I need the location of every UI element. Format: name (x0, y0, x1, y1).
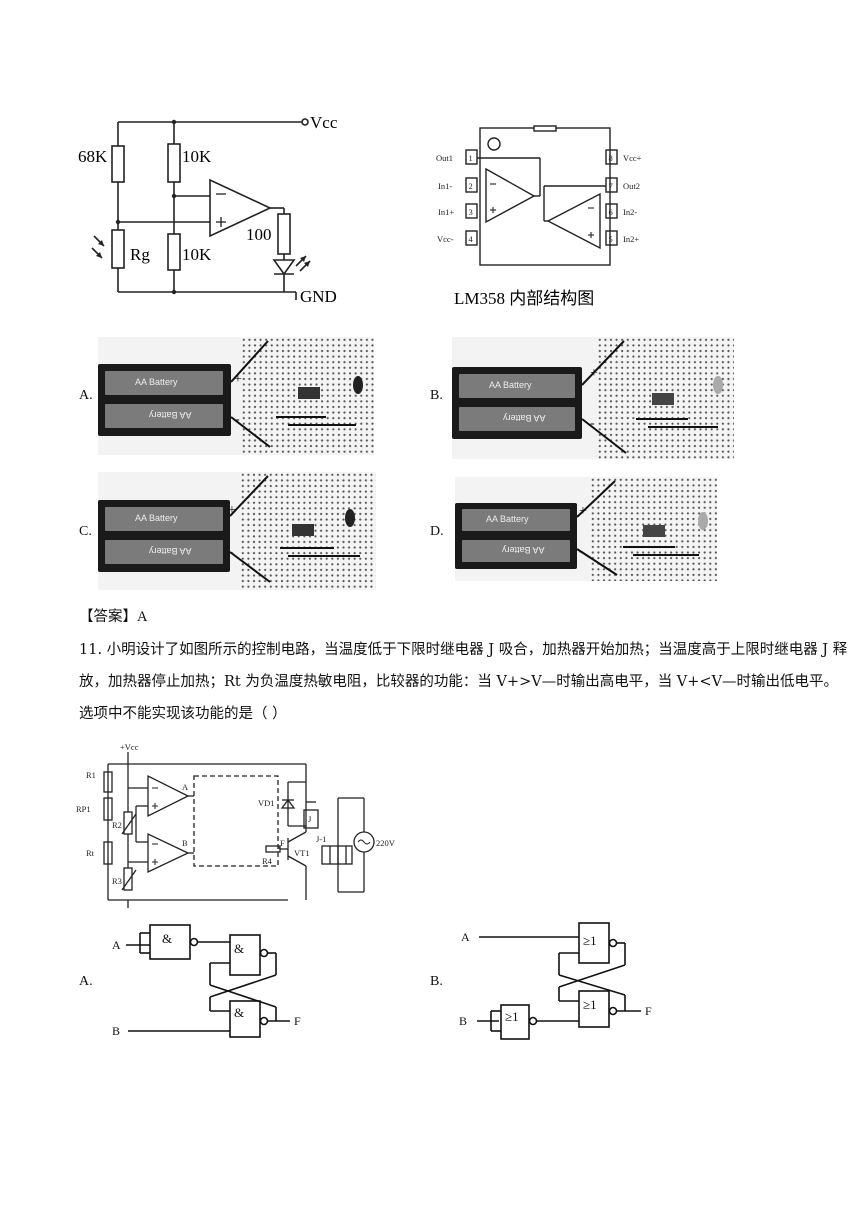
circuit2-f-label: F (280, 838, 285, 848)
lm358-pin-in1-plus: In1+ (438, 207, 454, 217)
svg-text:+: + (590, 366, 598, 381)
lm358-pin-num-6: 6 (609, 207, 613, 217)
battery-label-top: AA Battery (489, 380, 532, 390)
circuit2-r1-label: R1 (86, 770, 96, 780)
resistor-10k-top-label: 10K (182, 147, 212, 166)
lm358-pin-num-1: 1 (469, 153, 473, 163)
resistor-10k-bottom-label: 10K (182, 245, 212, 264)
lm358-pin-vcc-minus: Vcc- (437, 234, 454, 244)
battery-label-top: AA Battery (486, 514, 529, 524)
option-c-breadboard-photo: AA Battery AA Battery + - (98, 472, 376, 590)
question-11-text: 11. 小明设计了如图所示的控制电路，当温度低于下限时继电器 J 吸合，加热器开… (79, 642, 848, 722)
answer-line: 【答案】A (79, 605, 147, 626)
svg-text:+: + (234, 372, 242, 387)
option-d-label[interactable]: D. (430, 524, 444, 539)
svg-text:+: + (228, 503, 236, 518)
resistor-68k-label: 68K (78, 147, 108, 166)
circuit2-220v-label: 220V (376, 838, 396, 848)
circuit2-rt-label: Rt (86, 848, 95, 858)
circuit2-vcc-label: +Vcc (120, 742, 139, 752)
wires: + - (581, 340, 723, 454)
lm358-pin-out1: Out1 (436, 153, 453, 163)
circuit2-j-label: J (308, 814, 312, 824)
vcc-label: Vcc (310, 113, 338, 132)
option-d-breadboard-photo: AA Battery AA Battery + - (455, 477, 717, 581)
svg-text:-: - (579, 544, 584, 559)
battery-holder: AA Battery AA Battery (98, 500, 230, 572)
temperature-control-circuit: +Vcc R1 RP1 R2 Rt R3 A B F R4 VT1 VD1 J … (76, 742, 396, 908)
lm358-pin-num-3: 3 (469, 207, 473, 217)
nor-output-f: F (645, 1004, 652, 1018)
nand-gate-2-symbol: & (234, 941, 244, 956)
circuit2-b-label: B (182, 838, 188, 848)
svg-text:+: + (579, 504, 587, 519)
lm358-pin-num-4: 4 (469, 234, 474, 244)
resistor-100-label: 100 (246, 225, 272, 244)
lm358-pin-in1-minus: In1- (438, 181, 452, 191)
gate-option-b-label[interactable]: B. (430, 974, 443, 989)
battery-label-top: AA Battery (135, 377, 178, 387)
gnd-label: GND (300, 287, 337, 306)
light-sensor-circuit: Vcc 68K 10K 10K Rg 100 GND (78, 113, 338, 306)
lm358-pinout-diagram: 1 2 3 4 8 7 6 5 Out1 In1- In1+ Vcc- Vcc+… (436, 125, 642, 308)
lm358-caption: LM358 内部结构图 (454, 289, 594, 308)
option-b-label[interactable]: B. (430, 388, 443, 403)
battery-holder: AA Battery AA Battery (452, 367, 582, 439)
nor-input-b: B (459, 1014, 467, 1028)
option-a-label[interactable]: A. (79, 388, 93, 403)
nand-input-a: A (112, 938, 121, 952)
circuit2-a-label: A (182, 782, 189, 792)
option-b-breadboard-photo: AA Battery AA Battery + - (452, 337, 734, 459)
answer-value: A (137, 609, 148, 625)
nor-gate-3-symbol: ≥1 (505, 1009, 519, 1024)
circuit2-vt1-label: VT1 (294, 848, 310, 858)
option-c-label[interactable]: C. (79, 524, 92, 539)
lm358-pin-vcc-plus: Vcc+ (623, 153, 642, 163)
nand-latch-diagram: & & & A B F (112, 924, 301, 1038)
photoresistor-rg-label: Rg (130, 245, 150, 264)
option-a-breadboard-photo: AA Battery AA Battery + - (98, 337, 374, 455)
wires: + - (230, 340, 363, 448)
battery-label-top: AA Battery (135, 513, 178, 523)
circuit2-vd1-label: VD1 (258, 798, 275, 808)
svg-text:-: - (590, 416, 595, 431)
wires: + - (228, 475, 360, 583)
nand-gate-1-symbol: & (162, 931, 172, 946)
lm358-pin-num-5: 5 (609, 234, 613, 244)
lm358-pin-num-8: 8 (609, 153, 613, 163)
svg-text:-: - (229, 545, 234, 560)
nor-gate-2-symbol: ≥1 (583, 997, 597, 1012)
nor-input-a: A (461, 930, 470, 944)
nor-latch-diagram: ≥1 ≥1 ≥1 A B F (459, 922, 652, 1040)
nor-gate-1-symbol: ≥1 (583, 933, 597, 948)
nand-output-f: F (294, 1014, 301, 1028)
nand-gate-3-symbol: & (234, 1005, 244, 1020)
circuit2-r2-label: R2 (112, 820, 122, 830)
circuit2-r4-label: R4 (262, 856, 273, 866)
gate-option-a-label[interactable]: A. (79, 974, 93, 989)
svg-text:-: - (235, 412, 240, 427)
lm358-pin-num-2: 2 (469, 181, 473, 191)
battery-holder: AA Battery AA Battery (98, 364, 231, 436)
circuit2-j1-label: J-1 (316, 834, 326, 844)
circuit2-rp1-label: RP1 (76, 804, 91, 814)
answer-label: 【答案】 (79, 609, 137, 625)
lm358-pin-in2-minus: In2- (623, 207, 637, 217)
circuit2-r3-label: R3 (112, 876, 122, 886)
wires: + - (576, 480, 708, 576)
battery-holder: AA Battery AA Battery (455, 503, 577, 569)
nand-input-b: B (112, 1024, 120, 1038)
lm358-pin-out2: Out2 (623, 181, 640, 191)
lm358-pin-num-7: 7 (609, 181, 613, 191)
lm358-pin-in2-plus: In2+ (623, 234, 639, 244)
